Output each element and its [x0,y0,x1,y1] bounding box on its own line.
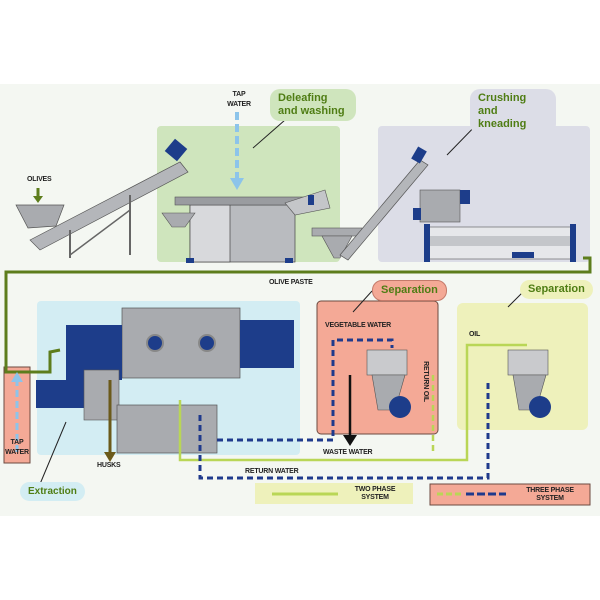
extraction-pointer [39,421,67,485]
waste-water-arrowhead [343,435,357,446]
two-phase-flow-line [178,343,527,462]
decanter-motor [240,320,294,368]
extraction-stage-label: Extraction [20,482,85,501]
legend-three-phase-label: THREE PHASE SYSTEM [526,487,574,502]
conveyor-belt [29,161,189,251]
three-phase-separation-label: Separation [372,280,447,301]
tap-water-top-label: TAP WATER [227,91,251,108]
washing-pointer [252,119,286,149]
two-phase-separation-label: Separation [520,280,593,299]
decanter-body [121,307,241,379]
return-oil-label: RETURN OIL [421,361,429,402]
vegetable-water-label: VEGETABLE WATER [325,322,391,329]
screw-motor [411,146,427,164]
olive-hopper [15,204,65,229]
washer-hopper [161,212,196,228]
centrifuge-three-phase [366,349,411,418]
olive-paste-label: OLIVE PASTE [269,279,313,286]
side-tap-water-arrowhead [11,372,23,382]
separation-pointer-1 [352,290,373,313]
tap-water-side-label: TAP WATER [5,439,29,456]
washing-stage-label: Deleafing and washing [270,89,356,121]
olive-paste-line [4,256,592,374]
leaf-separator [284,189,331,216]
legend-two-phase-label: TWO PHASE SYSTEM [354,486,396,501]
husks-arrowhead [104,452,116,462]
transfer-hopper [311,227,363,237]
collection-tank [116,404,218,454]
olives-arrowhead [33,196,43,203]
crushing-stage-label: Crushing and kneading [470,89,556,134]
husks-label: HUSKS [97,462,121,469]
inclined-screw-conveyor [339,159,429,261]
waste-water-label: WASTE WATER [323,449,373,456]
crusher [419,189,461,223]
olives-label: OLIVES [27,176,52,183]
tap-water-arrowhead [230,178,244,190]
vegetable-water-line [217,338,394,442]
oil-label: OIL [469,331,481,338]
return-water-label: RETURN WATER [245,468,299,475]
paste-pump [512,252,534,258]
legend-three-phase-box [429,483,591,506]
centrifuge-two-phase [507,349,551,418]
conveyor-motor [164,138,188,162]
return-water-line [198,380,490,480]
